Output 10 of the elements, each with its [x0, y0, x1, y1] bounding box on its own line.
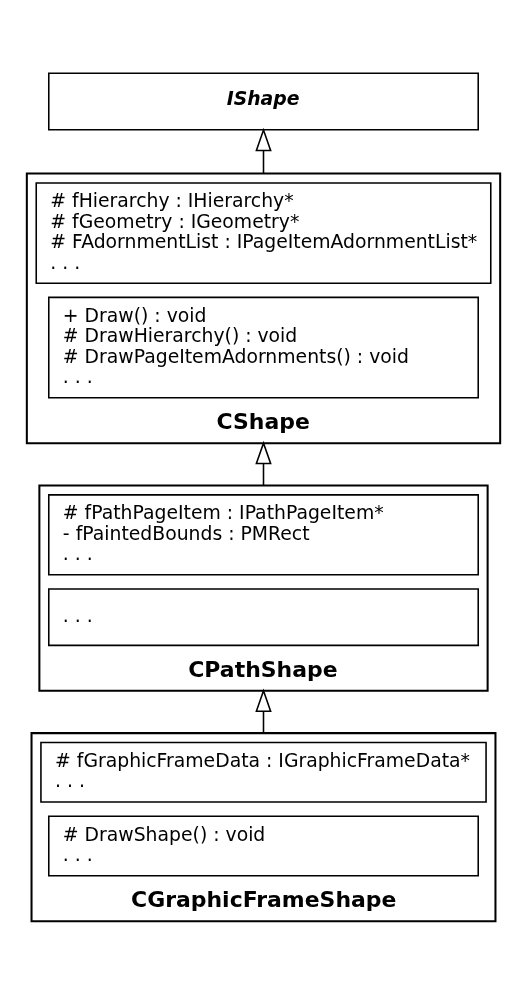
arrow — [255, 687, 272, 734]
node-box: . . . — [48, 587, 479, 646]
arrow — [255, 127, 272, 174]
node-box: # DrawShape() : void . . . — [48, 814, 479, 877]
node-box: # fHierarchy : IHierarchy* # fGeometry : IGeometry* # FAdornmentList : IPageItemAdornmentList* . . . — [35, 181, 492, 284]
node-box: # fGraphicFrameData : IGraphicFrameData* . . . — [40, 741, 487, 803]
node-box: IShape — [48, 72, 479, 130]
node-box: # fPathPageItem : IPathPageItem* - fPaintedBounds : PMRect . . . — [48, 493, 479, 576]
node-box: + Draw() : void # DrawHierarchy() : void # DrawPageItemAdornments() : void . . . — [48, 296, 479, 398]
arrow — [255, 440, 272, 486]
